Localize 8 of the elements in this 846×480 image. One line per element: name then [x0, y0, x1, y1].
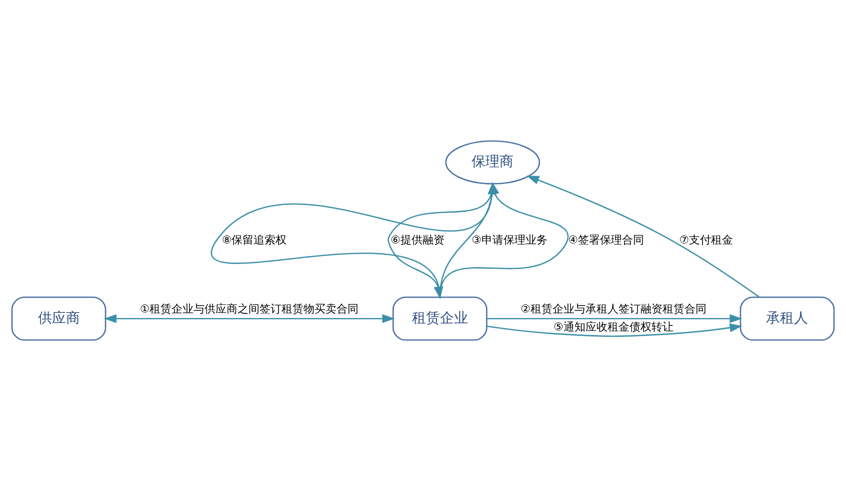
edge-label: ⑦支付租金 [679, 232, 734, 246]
edge-label: ④签署保理合同 [568, 232, 644, 246]
edge-label: ③申请保理业务 [472, 232, 548, 246]
edge-label: ⑥提供融资 [390, 232, 444, 246]
edge-label: ②租赁企业与承租人签订融资租赁合同 [520, 302, 706, 315]
edge-label: ⑤通知应收租金债权转让 [554, 320, 674, 333]
edge-label: ①租赁企业与供应商之间签订租赁物买卖合同 [140, 302, 359, 315]
edge-label: ⑧保留追索权 [222, 232, 287, 246]
